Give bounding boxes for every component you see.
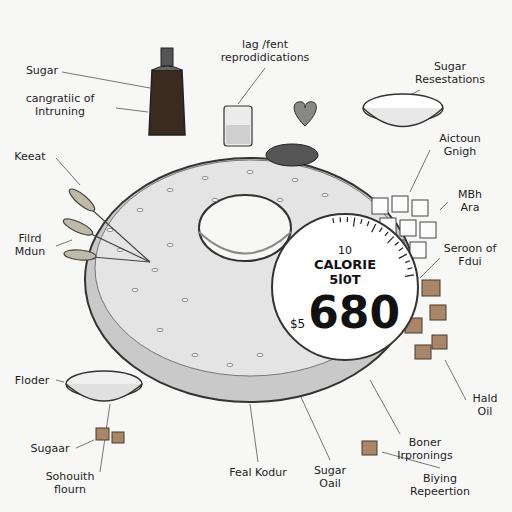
callout-text: Sugar Resestations: [415, 60, 485, 86]
callout-text: Sugar: [26, 64, 58, 77]
callout-label: Seroon of Fdui: [438, 242, 502, 268]
callout-label: lag /fent reprodidications: [205, 38, 325, 64]
callout-text: Biying Repeertion: [410, 472, 470, 498]
gauge-text: $5: [290, 317, 305, 331]
callout-text: Sohouith flourn: [46, 470, 95, 496]
callout-text: lag /fent reprodidications: [221, 38, 310, 64]
callout-label: cangratiic of Intruning: [5, 92, 115, 118]
callout-label: Boner Irpronings: [380, 436, 470, 462]
callout-label: Filrd Mdun: [5, 232, 55, 258]
callout-text: Floder: [15, 374, 49, 387]
callout-label: Aictoun Gnigh: [430, 132, 490, 158]
gauge-text: 10: [338, 244, 352, 257]
gauge-text: CALORIE: [314, 257, 376, 272]
gauge-row: $5680: [290, 287, 400, 338]
gauge-row: 10: [338, 244, 352, 257]
gauge-row: CALORIE: [314, 257, 376, 272]
callout-text: Seroon of Fdui: [444, 242, 497, 268]
calorie-gauge: 10CALORIE5l0T$5680: [270, 212, 420, 362]
callout-label: Sugar Oail: [305, 464, 355, 490]
callout-label: Feal Kodur: [228, 466, 288, 479]
gauge-text: 5l0T: [329, 272, 360, 287]
callout-text: MBh Ara: [458, 188, 482, 214]
callout-text: Filrd Mdun: [15, 232, 45, 258]
callout-text: Sugar Oail: [314, 464, 346, 490]
callout-label: Keeat: [5, 150, 55, 163]
callout-text: Feal Kodur: [229, 466, 287, 479]
callout-text: cangratiic of Intruning: [26, 92, 95, 118]
gauge-row: 5l0T: [329, 272, 360, 287]
callout-label: MBh Ara: [450, 188, 490, 214]
callout-label: Sugaar: [25, 442, 75, 455]
callout-label: Sohouith flourn: [35, 470, 105, 496]
callout-text: Hald Oil: [472, 392, 497, 418]
callout-label: Sugar Resestations: [405, 60, 495, 86]
callout-label: Sugar: [12, 64, 72, 77]
callout-text: Keeat: [14, 150, 45, 163]
callout-label: Biying Repeertion: [400, 472, 480, 498]
callout-text: Sugaar: [31, 442, 70, 455]
callout-text: Boner Irpronings: [397, 436, 452, 462]
callout-text: Aictoun Gnigh: [439, 132, 481, 158]
callout-label: Floder: [7, 374, 57, 387]
calorie-number: 680: [308, 287, 400, 338]
callout-label: Hald Oil: [465, 392, 505, 418]
